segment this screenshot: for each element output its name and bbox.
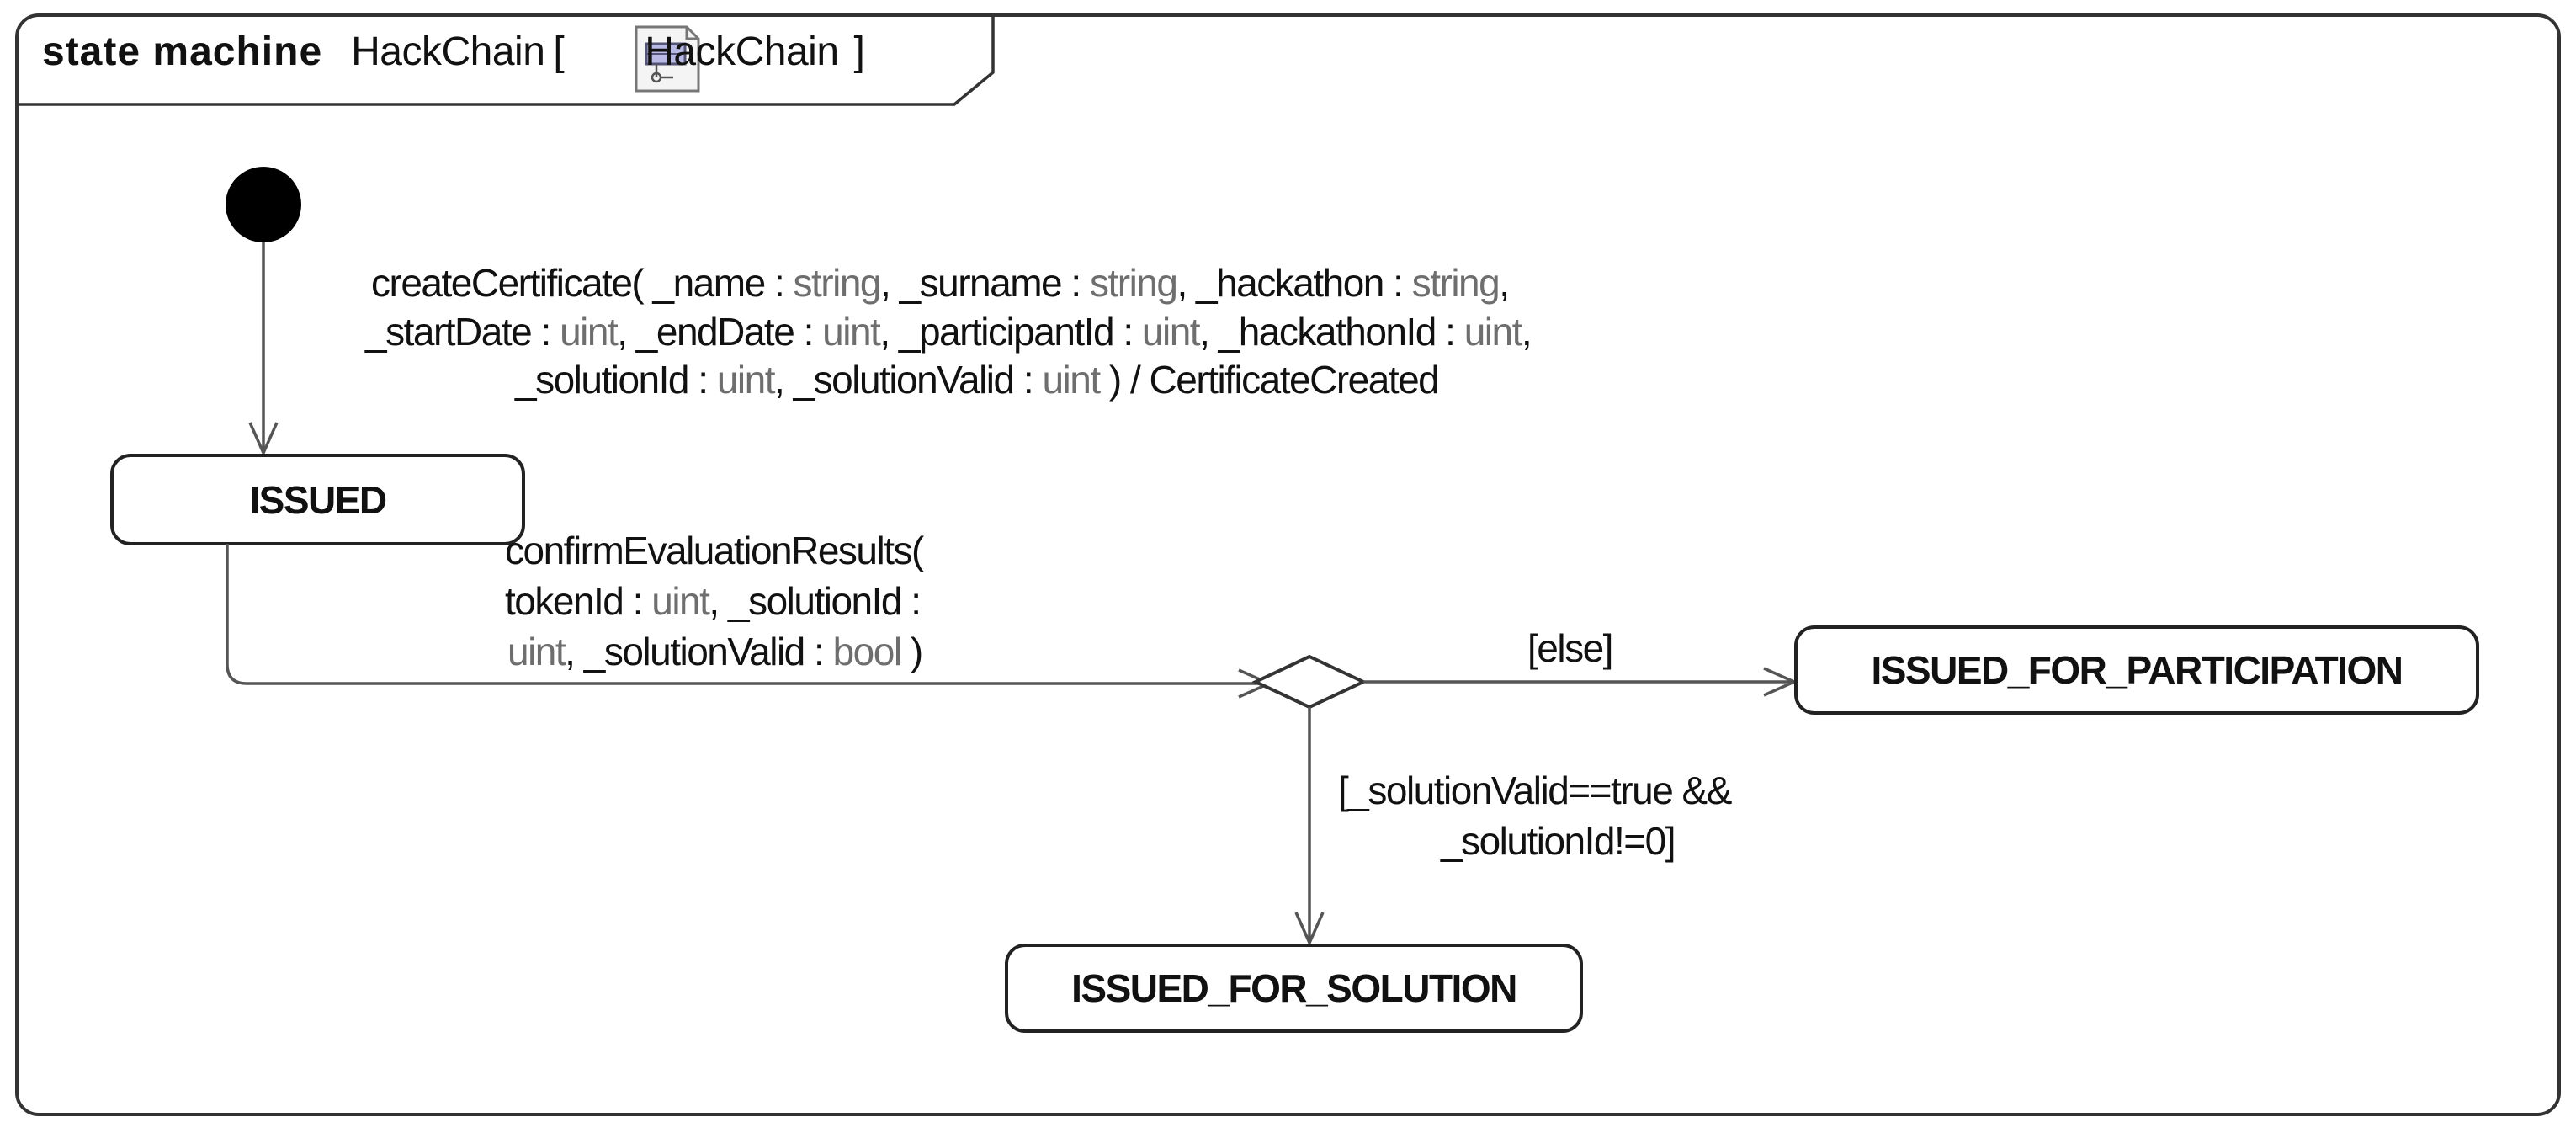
create-certificate-label-line2: _startDate : uint, _endDate : uint, _par… [365, 310, 1532, 354]
guard-solution-label-line2: _solutionId!=0] [1441, 819, 1676, 863]
state-issued-for-solution-label: ISSUED_FOR_SOLUTION [1071, 966, 1517, 1010]
frame-title: state machine HackChain [ HackChain ] [42, 29, 865, 75]
transition-confirm-evaluation[interactable] [226, 544, 1269, 684]
frame-name: HackChain [351, 29, 545, 74]
initial-state[interactable] [226, 167, 301, 242]
state-issued-for-participation[interactable] [1794, 625, 2479, 715]
confirm-evaluation-label-line2: tokenId : uint, _solutionId : [505, 579, 922, 623]
guard-else-label: [else] [1527, 626, 1613, 670]
state-issued[interactable] [110, 454, 525, 545]
state-issued-label: ISSUED [249, 477, 387, 522]
state-issued-for-solution[interactable] [1005, 944, 1583, 1033]
guard-solution-label-line1: [_solutionValid==true && [1338, 769, 1732, 812]
state-machine-frame [15, 13, 2561, 1116]
state-issued-for-participation-label: ISSUED_FOR_PARTICIPATION [1871, 648, 2403, 692]
frame-bracket-close: ] [853, 29, 865, 74]
confirm-evaluation-label-line3: uint, _solutionValid : bool ) [507, 630, 923, 673]
frame-keyword: state machine [42, 29, 323, 74]
frame-ref-name: HackChain [645, 29, 839, 74]
create-certificate-label-line3: _solutionId : uint, _solutionValid : uin… [515, 358, 1440, 402]
class-diagram-icon [635, 25, 700, 93]
frame-name-tab [17, 15, 995, 106]
create-certificate-label-line1: createCertificate( _name : string, _surn… [371, 261, 1510, 305]
confirm-evaluation-label-line1: confirmEvaluationResults( [505, 529, 924, 572]
frame-bracket-open: [ [553, 29, 565, 74]
